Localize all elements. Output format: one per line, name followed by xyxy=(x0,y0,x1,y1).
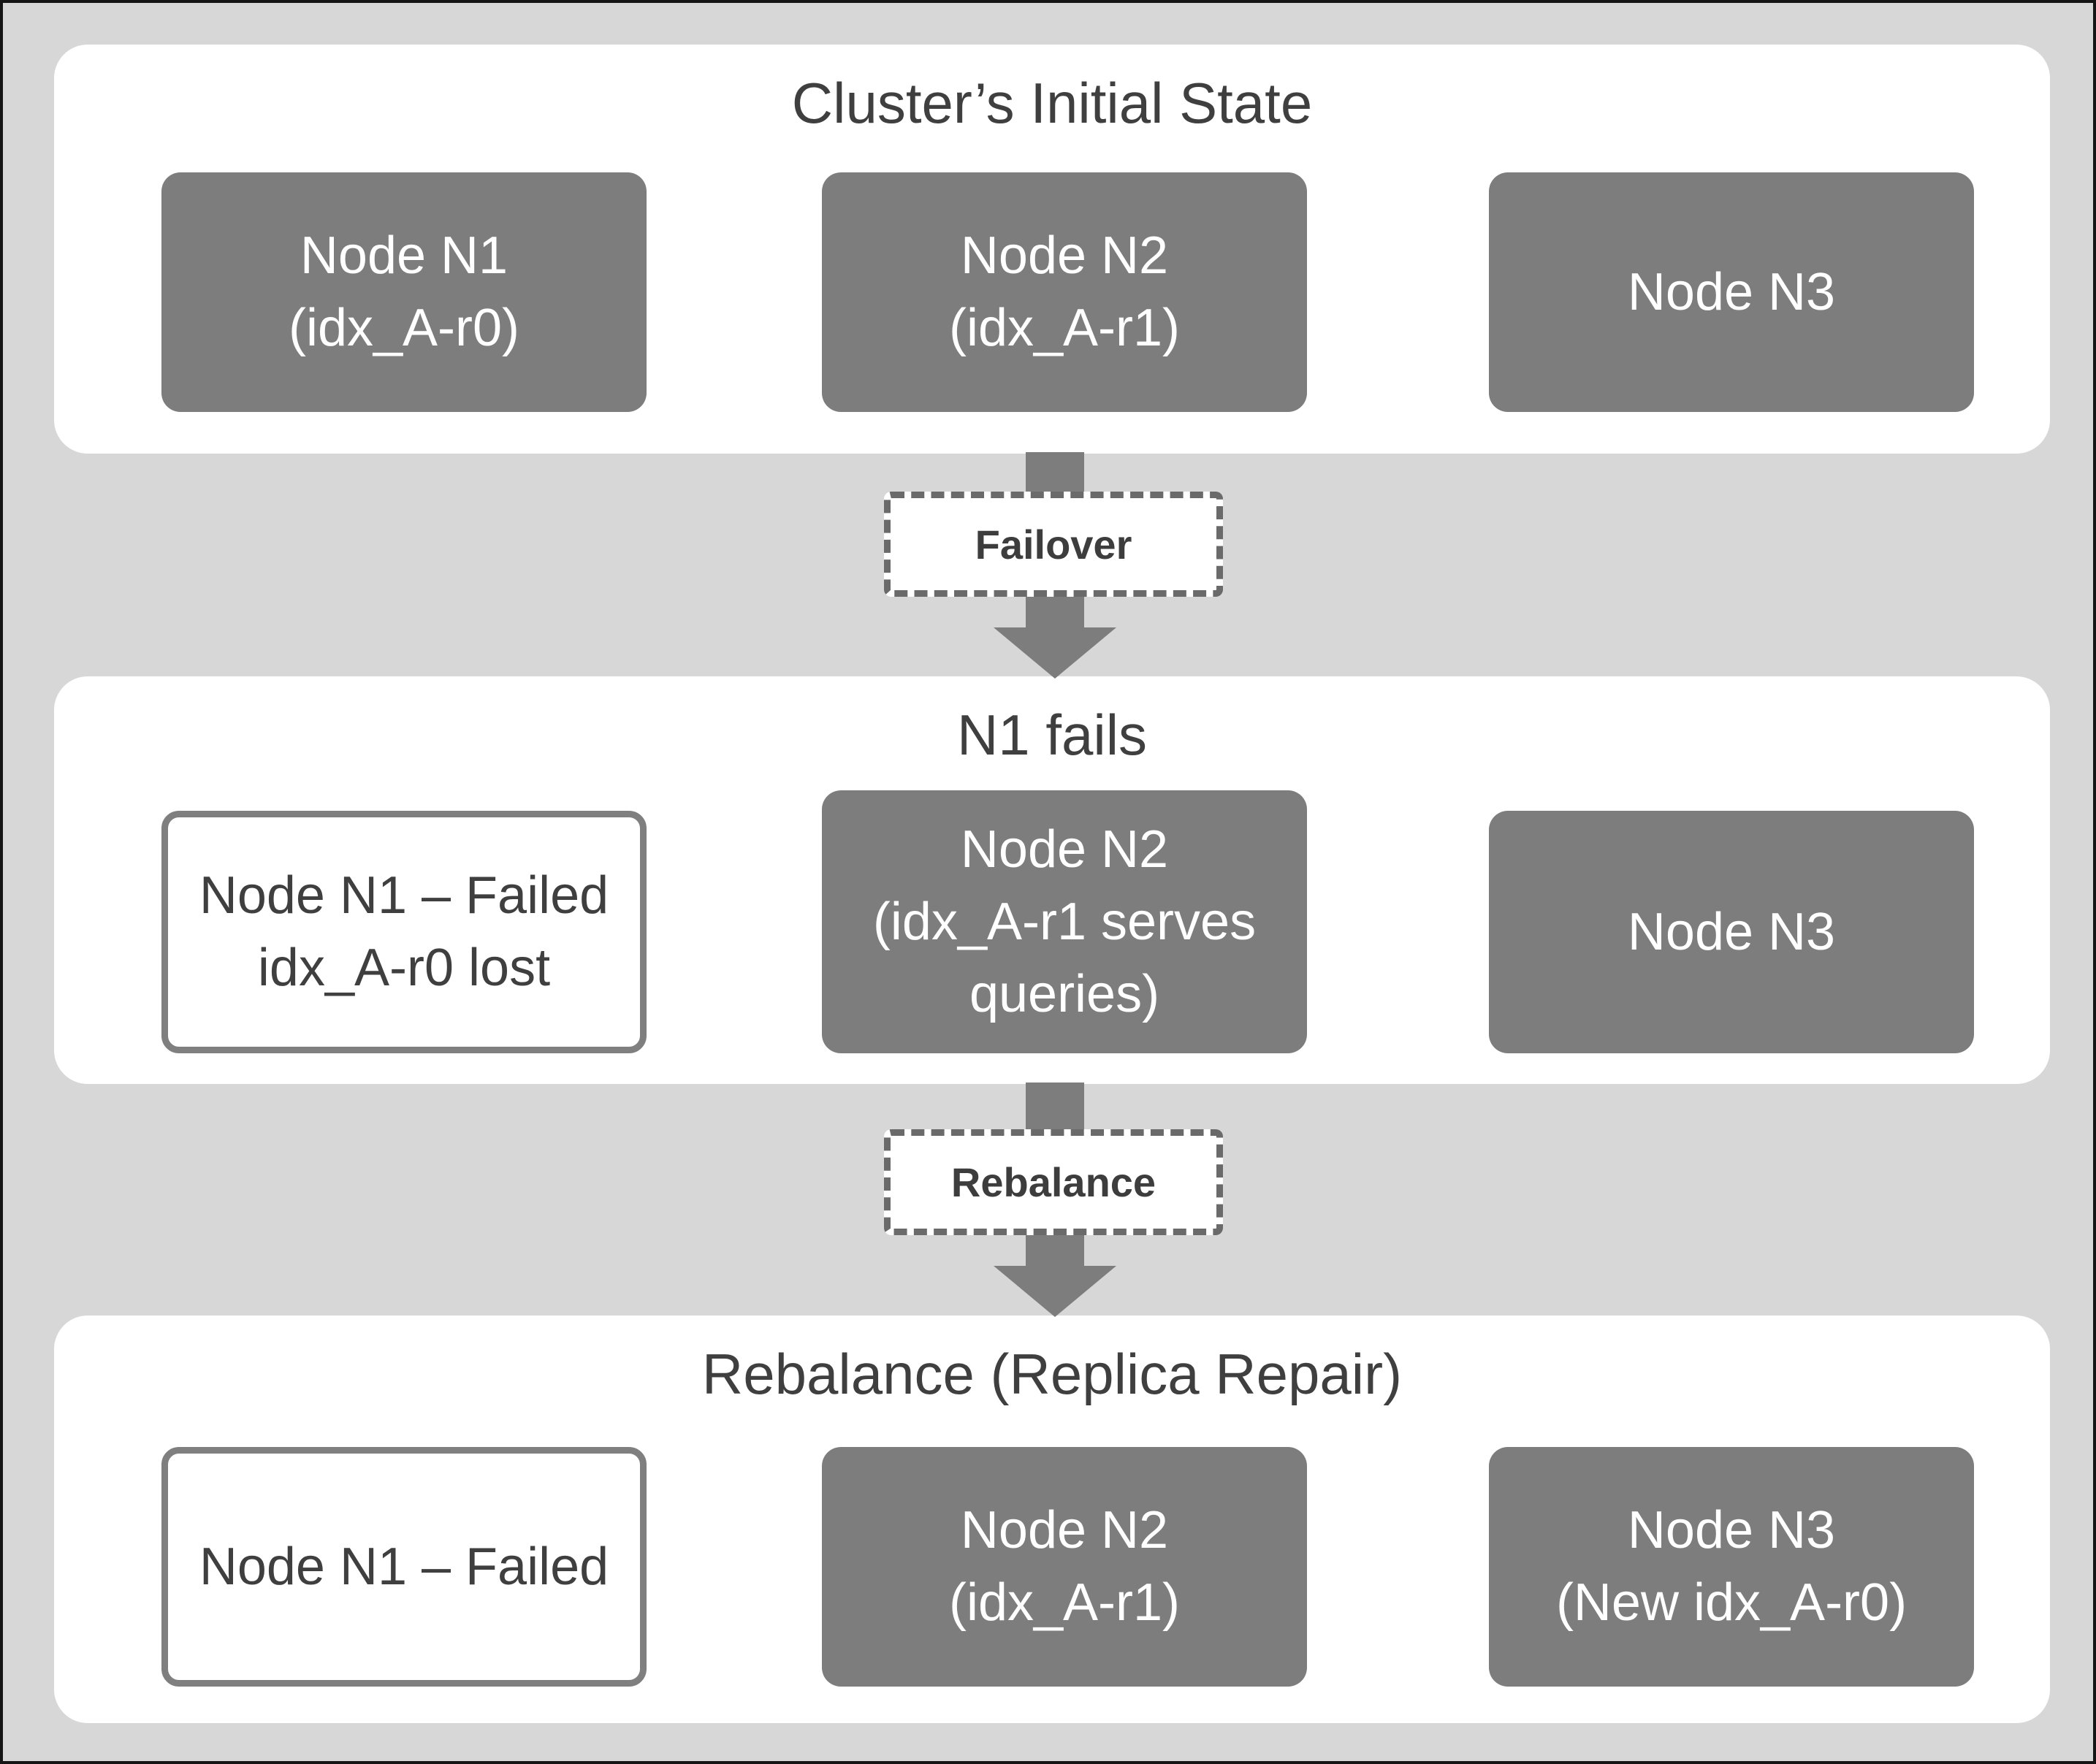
node-n3-fails-state: Node N3 xyxy=(1489,811,1974,1053)
node-sublabel: (idx_A-r1 serves queries) xyxy=(872,892,1257,1023)
node-n1-failed-final: Node N1 – Failed xyxy=(161,1447,647,1687)
node-sublabel: idx_A-r0 lost xyxy=(257,939,551,997)
node-n1-initial: Node N1 (idx_A-r0) xyxy=(161,172,647,412)
node-label: Node N2 xyxy=(960,820,1169,879)
node-sublabel: (New idx_A-r0) xyxy=(1555,1573,1908,1632)
node-label: Node N3 xyxy=(1627,1501,1836,1559)
node-n2-final: Node N2 (idx_A-r1) xyxy=(822,1447,1307,1687)
node-n3-new-replica: Node N3 (New idx_A-r0) xyxy=(1489,1447,1974,1687)
node-sublabel: (idx_A-r1) xyxy=(948,1573,1181,1632)
node-sublabel: (idx_A-r1) xyxy=(948,299,1181,357)
node-label: Node N1 – Failed xyxy=(199,866,609,925)
node-n2-serving: Node N2 (idx_A-r1 serves queries) xyxy=(822,790,1307,1053)
panel-initial-state: Cluster’s Initial State Node N1 (idx_A-r… xyxy=(54,45,2050,454)
panel-rebalance-title: Rebalance (Replica Repair) xyxy=(701,1342,1403,1406)
panel-initial-title: Cluster’s Initial State xyxy=(791,71,1313,135)
panel-rebalance: Rebalance (Replica Repair) Node N1 – Fai… xyxy=(54,1316,2050,1723)
failover-arrow-head xyxy=(994,627,1116,679)
rebalance-arrow-head xyxy=(994,1266,1116,1317)
rebalance-label-box: Rebalance xyxy=(884,1129,1223,1235)
rebalance-label: Rebalance xyxy=(950,1159,1156,1205)
panel-n1-fails: N1 fails Node N1 – Failed idx_A-r0 lost … xyxy=(54,676,2050,1084)
failover-label-box: Failover xyxy=(884,492,1223,597)
node-label: Node N2 xyxy=(960,226,1169,285)
node-n2-initial: Node N2 (idx_A-r1) xyxy=(822,172,1307,412)
node-n3-initial: Node N3 xyxy=(1489,172,1974,412)
node-label: Node N3 xyxy=(1627,902,1836,961)
node-label: Node N3 xyxy=(1627,262,1836,321)
node-label: Node N1 xyxy=(300,226,508,285)
node-label: Node N1 – Failed xyxy=(199,1537,609,1596)
node-sublabel: (idx_A-r0) xyxy=(288,299,520,357)
failover-label: Failover xyxy=(975,521,1132,568)
node-label: Node N2 xyxy=(960,1501,1169,1559)
node-n1-failed: Node N1 – Failed idx_A-r0 lost xyxy=(161,811,647,1053)
panel-fails-title: N1 fails xyxy=(956,703,1148,767)
